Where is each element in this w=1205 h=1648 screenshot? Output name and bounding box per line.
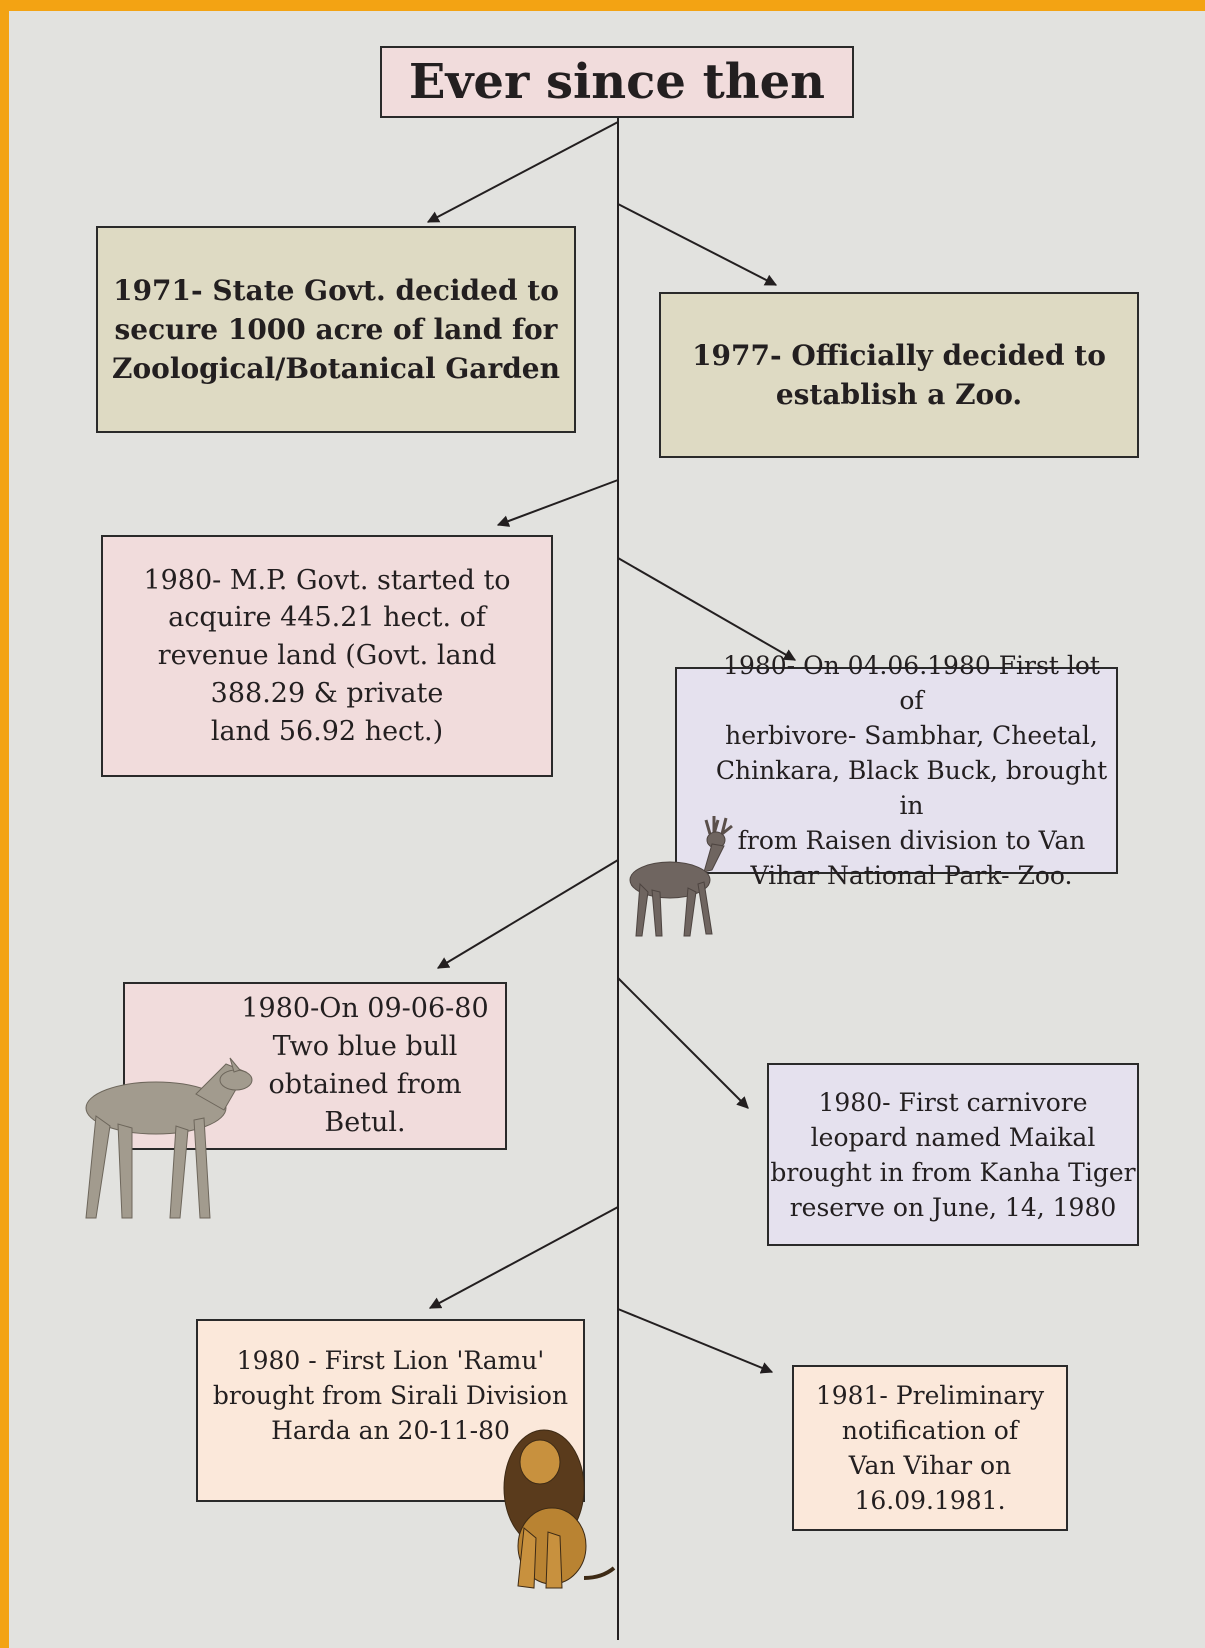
arrow-1980e [428, 1206, 619, 1309]
event-1980-land: 1980- M.P. Govt. started to acquire 445.… [101, 535, 553, 777]
sambar-deer-icon [629, 816, 733, 937]
arrow-1977 [617, 203, 778, 286]
arrow-1980b [617, 557, 797, 661]
nilgai-icon [85, 1057, 253, 1219]
arrow-1980c [436, 859, 619, 969]
arrow-1981 [617, 1308, 774, 1374]
arrow-1971 [426, 121, 619, 223]
event-1977: 1977- Officially decided to establish a … [659, 292, 1139, 458]
event-1981: 1981- Preliminary notification of Van Vi… [792, 1365, 1068, 1531]
event-1980-lion: 1980 - First Lion 'Ramu' brought from Si… [196, 1319, 585, 1502]
event-1980-herbivores: 1980- On 04.06.1980 First lot of herbivo… [675, 651, 1118, 890]
arrow-1980d [617, 977, 749, 1109]
lion-icon [503, 1429, 616, 1589]
arrow-1980a [496, 479, 619, 527]
event-1971: 1971- State Govt. decided to secure 1000… [96, 226, 576, 433]
page-title: Ever since then [380, 46, 854, 118]
event-1980-leopard: 1980- First carnivore leopard named Maik… [767, 1063, 1139, 1246]
